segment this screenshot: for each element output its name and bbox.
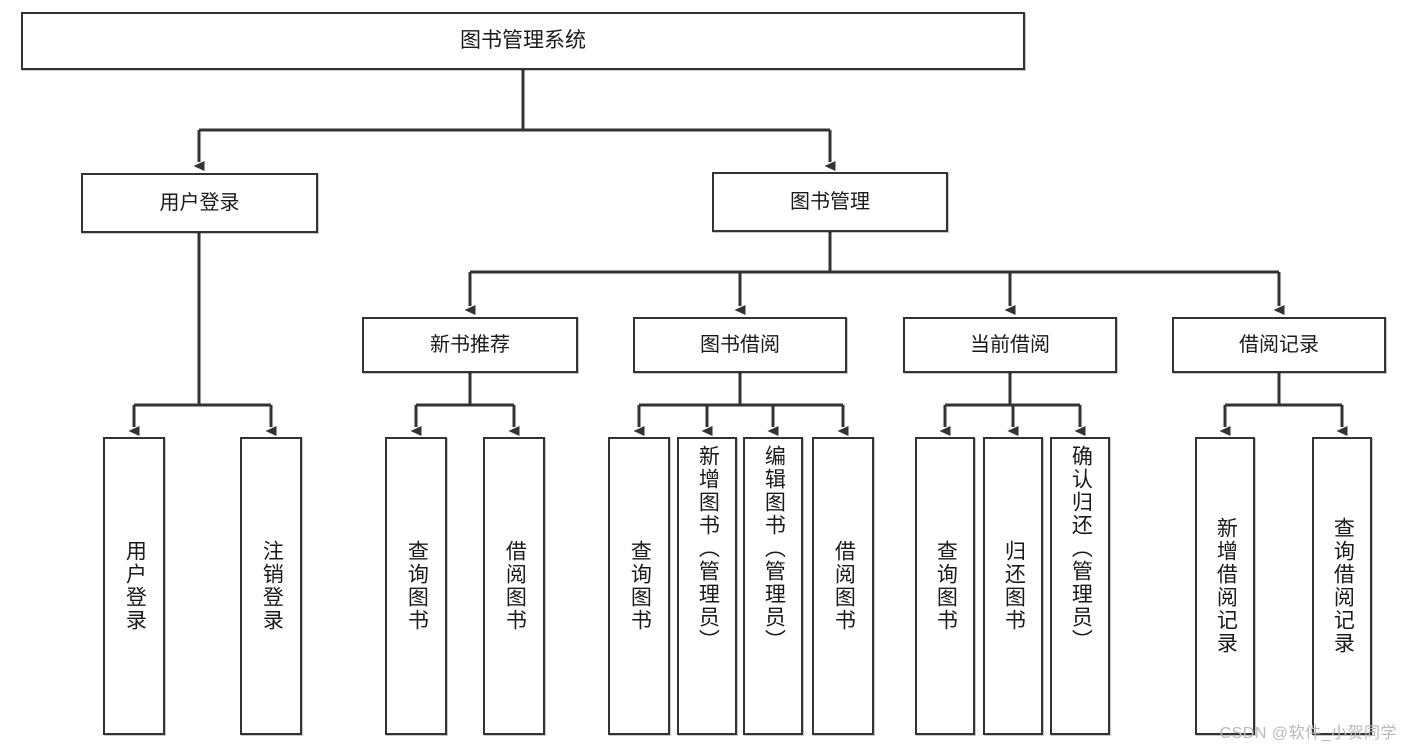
- node-label: 当前借阅: [970, 334, 1050, 356]
- node-leaf-edit-book[interactable]: 编辑图书（管理员）: [743, 437, 803, 735]
- node-label: 借阅记录: [1239, 334, 1319, 356]
- edges-borrow-record-to-leaves: [1219, 373, 1348, 436]
- node-branch-book-manage[interactable]: 图书管理: [712, 172, 948, 232]
- node-leaf-query-book-1[interactable]: 查询图书: [385, 437, 447, 735]
- node-label: 编辑图书（管理员）: [762, 445, 786, 652]
- node-leaf-borrow-book-2[interactable]: 借阅图书: [812, 437, 874, 735]
- node-leaf-user-login[interactable]: 用户登录: [103, 437, 165, 735]
- node-leaf-query-book-3[interactable]: 查询图书: [915, 437, 975, 735]
- node-label: 图书借阅: [700, 334, 780, 356]
- node-label: 归还图书: [1002, 540, 1026, 632]
- node-label: 新增借阅记录: [1214, 517, 1238, 655]
- node-label: 新书推荐: [430, 334, 510, 356]
- node-branch-current-borrow[interactable]: 当前借阅: [903, 317, 1117, 373]
- node-label: 借阅图书: [832, 540, 856, 632]
- node-leaf-add-book[interactable]: 新增图书（管理员）: [677, 437, 737, 735]
- node-label: 图书管理系统: [460, 29, 586, 53]
- node-leaf-return-book[interactable]: 归还图书: [983, 437, 1043, 735]
- watermark-label: CSDN @软件_小贺同学: [1219, 725, 1397, 742]
- node-label: 查询图书: [934, 540, 958, 632]
- edges-current-borrow-to-leaves: [939, 373, 1086, 436]
- node-leaf-query-borrow-rec[interactable]: 查询借阅记录: [1312, 437, 1372, 735]
- node-label: 确认归还（管理员）: [1069, 445, 1093, 652]
- node-branch-new-book-rec[interactable]: 新书推荐: [362, 317, 578, 373]
- node-leaf-confirm-return[interactable]: 确认归还（管理员）: [1050, 437, 1110, 735]
- edges-user-login-to-leaves: [128, 233, 277, 436]
- node-root[interactable]: 图书管理系统: [21, 12, 1025, 70]
- node-label: 借阅图书: [503, 540, 527, 632]
- node-label: 查询图书: [628, 540, 652, 632]
- node-leaf-add-borrow-rec[interactable]: 新增借阅记录: [1195, 437, 1255, 735]
- edges-book-manage-to-branches: [464, 232, 1285, 315]
- node-label: 用户登录: [159, 192, 240, 214]
- edges-book-borrow-to-leaves: [633, 373, 849, 436]
- edges-root-to-branches: [193, 70, 836, 171]
- node-branch-user-login[interactable]: 用户登录: [81, 173, 318, 233]
- node-leaf-query-book-2[interactable]: 查询图书: [608, 437, 670, 735]
- node-leaf-borrow-book-1[interactable]: 借阅图书: [483, 437, 545, 735]
- node-branch-borrow-record[interactable]: 借阅记录: [1172, 317, 1386, 373]
- node-label: 查询图书: [405, 540, 429, 632]
- node-label: 查询借阅记录: [1331, 517, 1355, 655]
- node-leaf-logout[interactable]: 注销登录: [240, 437, 302, 735]
- edges-new-book-rec-to-leaves: [410, 373, 520, 436]
- node-branch-book-borrow[interactable]: 图书借阅: [633, 317, 847, 373]
- node-label: 图书管理: [790, 191, 870, 213]
- node-label: 新增图书（管理员）: [696, 445, 720, 652]
- node-label: 用户登录: [123, 540, 147, 632]
- node-label: 注销登录: [260, 540, 284, 632]
